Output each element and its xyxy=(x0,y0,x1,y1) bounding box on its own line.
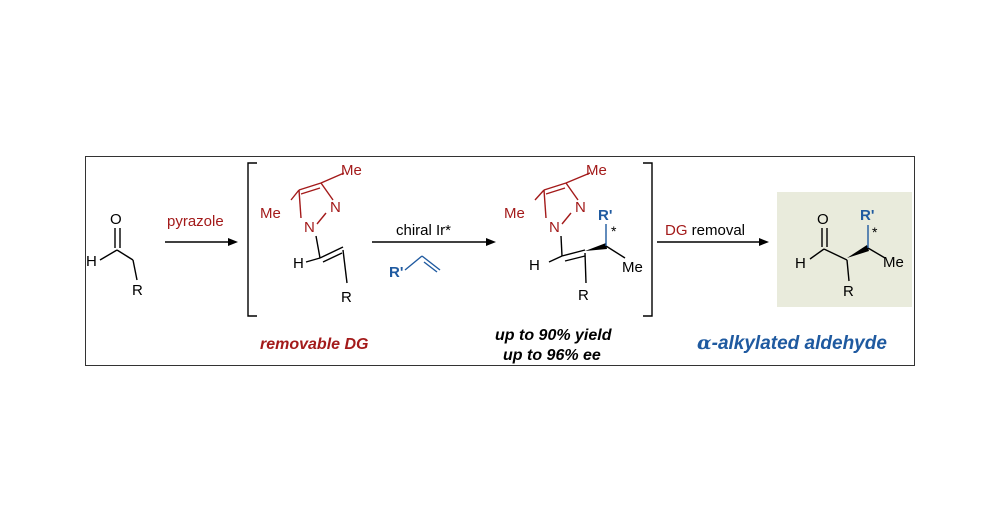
bracket-right xyxy=(643,162,653,317)
product-aldehyde xyxy=(809,228,886,282)
enamine-chain-1 xyxy=(305,235,348,284)
arrow-chiral-ir xyxy=(372,238,496,246)
caption-yield: up to 90% yield xyxy=(495,327,613,344)
arrow-dg-removal xyxy=(657,238,769,246)
bracket-left xyxy=(247,162,257,317)
pyrazole1-n1: N xyxy=(330,199,341,216)
caption-product: α-alkylated aldehyde xyxy=(697,332,887,354)
pyrazole-ring-2 xyxy=(534,172,591,225)
enamine-chain-2 xyxy=(548,235,626,284)
alpha-symbol: α xyxy=(697,332,712,354)
wedge-bond-2 xyxy=(585,243,607,251)
product-highlight xyxy=(777,192,912,307)
intermediate-r-prime: R' xyxy=(598,207,612,224)
pyrazole2-n2: N xyxy=(549,219,560,236)
intermediate-me: Me xyxy=(622,259,643,276)
enamine2-h: H xyxy=(529,257,540,274)
aldehyde-o: O xyxy=(110,211,122,228)
pyrazole2-me-top: Me xyxy=(586,162,607,179)
product-r: R xyxy=(843,283,854,300)
arrow-label-pyrazole: pyrazole xyxy=(167,213,224,230)
pyrazole2-n1: N xyxy=(575,199,586,216)
caption-removable-dg: removable DG xyxy=(260,336,368,353)
pyrazole1-me-top: Me xyxy=(341,162,362,179)
starting-aldehyde xyxy=(99,228,138,281)
pyrazole2-me-left: Me xyxy=(504,205,525,222)
enamine1-h: H xyxy=(293,255,304,272)
product-star: * xyxy=(872,224,878,240)
caption-ee: up to 96% ee xyxy=(503,347,601,364)
intermediate-star: * xyxy=(611,223,617,239)
arrow-pyrazole xyxy=(165,238,238,246)
arrow-label-chiral-ir: chiral Ir* xyxy=(396,222,451,239)
pyrazole1-me-left: Me xyxy=(260,205,281,222)
alkene-r-prime: R' xyxy=(389,264,403,281)
product-me: Me xyxy=(883,254,904,271)
alkene-reagent xyxy=(404,255,441,273)
pyrazole-ring-1 xyxy=(290,172,345,225)
product-r-prime: R' xyxy=(860,207,874,224)
arrow-label-dg-removal: DG removal xyxy=(665,222,745,239)
aldehyde-h: H xyxy=(86,253,97,270)
pyrazole1-n2: N xyxy=(304,219,315,236)
wedge-bond-product xyxy=(847,245,869,258)
product-o: O xyxy=(817,211,829,228)
scheme-frame xyxy=(85,156,915,366)
enamine2-r: R xyxy=(578,287,589,304)
aldehyde-r: R xyxy=(132,282,143,299)
product-h: H xyxy=(795,255,806,272)
enamine1-r: R xyxy=(341,289,352,306)
